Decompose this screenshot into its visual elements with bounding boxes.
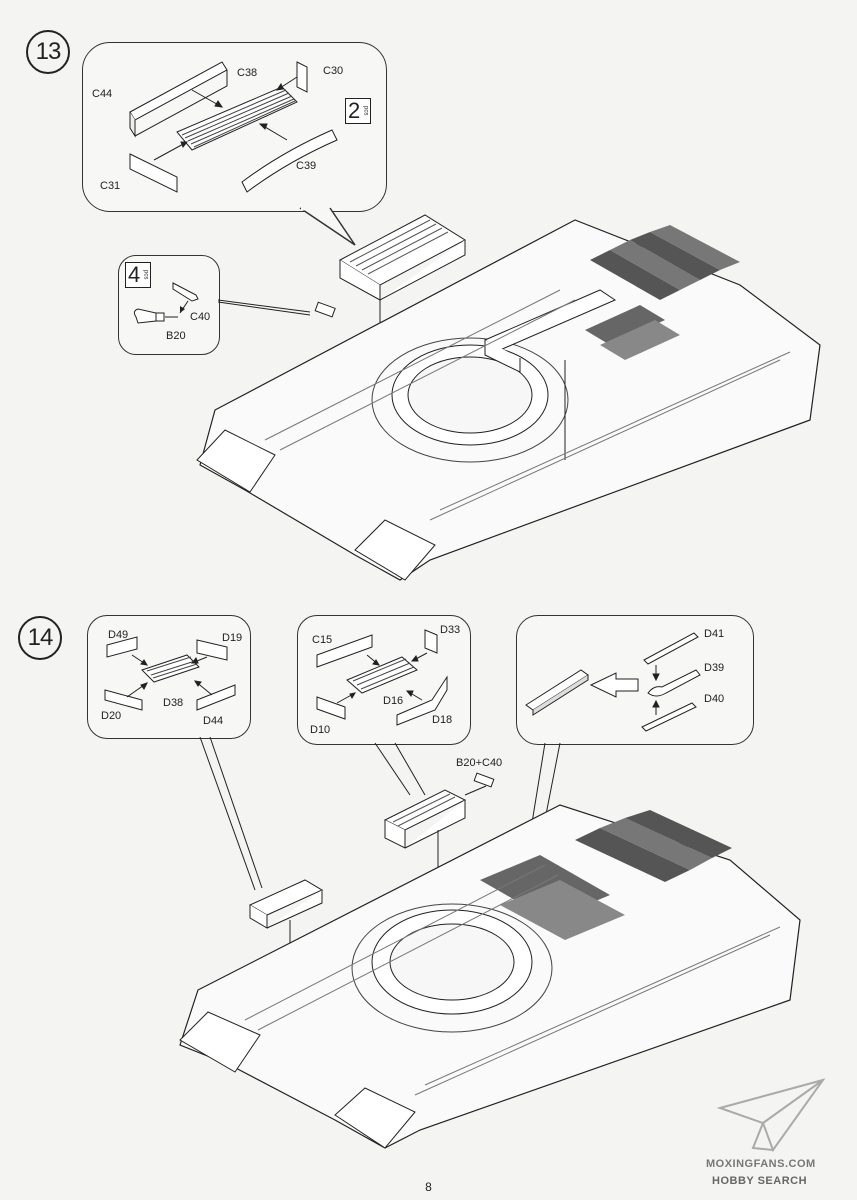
quantity-unit: pcs: [362, 106, 369, 116]
label-d20: D20: [101, 710, 122, 722]
step-14-bubble-a: [87, 615, 251, 739]
quantity-count: 4: [128, 262, 141, 287]
paper-plane-logo-icon: [716, 1078, 826, 1153]
watermark-brand: HOBBY SEARCH: [712, 1175, 808, 1187]
label-d33: D33: [440, 624, 461, 636]
label-b20: B20: [166, 330, 186, 342]
quantity-count: 2: [348, 98, 361, 123]
label-d38: D38: [163, 697, 184, 709]
label-b20-c40: B20+C40: [456, 757, 503, 769]
label-c44: C44: [92, 88, 113, 100]
page-number: 8: [425, 1180, 432, 1194]
step-14-bubble-a-parts: [104, 636, 236, 711]
label-d16: D16: [383, 695, 404, 707]
label-c40: C40: [190, 311, 211, 323]
label-c39: C39: [296, 160, 317, 172]
label-c30: C30: [323, 65, 344, 77]
label-d44: D44: [203, 715, 224, 727]
step-14-bubble-c-parts: [525, 632, 701, 732]
step-13-number: 13: [26, 30, 70, 74]
watermark-site: MOXINGFANS.COM: [706, 1158, 816, 1170]
label-c15: C15: [312, 634, 333, 646]
label-d49: D49: [108, 629, 129, 641]
quantity-badge-4pcs: 4 pcs: [125, 262, 152, 288]
label-c31: C31: [100, 180, 121, 192]
label-d19: D19: [222, 632, 243, 644]
step-14-bubble-b-parts: [316, 629, 448, 726]
label-d18: D18: [432, 714, 453, 726]
label-c38: C38: [237, 67, 258, 79]
step-13-parts-drawing: [129, 61, 338, 193]
label-d41: D41: [704, 628, 725, 640]
label-d39: D39: [704, 662, 725, 674]
step-13-side-parts: [133, 282, 199, 324]
step-14-number: 14: [18, 616, 62, 660]
quantity-badge-2pcs: 2 pcs: [345, 98, 372, 124]
label-d10: D10: [310, 724, 331, 736]
quantity-unit: pcs: [142, 270, 149, 280]
label-d40: D40: [704, 693, 725, 705]
